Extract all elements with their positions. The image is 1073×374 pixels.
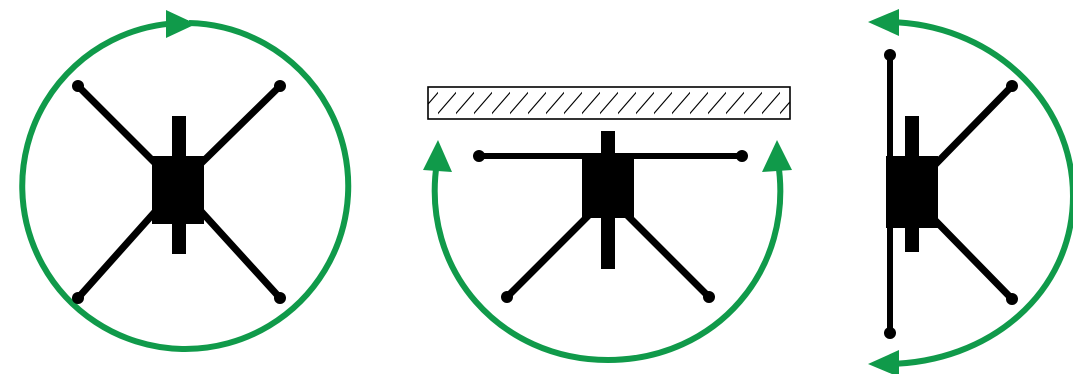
rotation-arc-arrow-icon bbox=[884, 19, 1073, 367]
rotation-circle-arrowhead-icon bbox=[166, 10, 196, 38]
rotation-circle-arrow-icon bbox=[19, 19, 352, 352]
arc-arrowhead-right-icon bbox=[762, 140, 792, 172]
arc-arrowhead-left-icon bbox=[423, 140, 452, 172]
tv-mount-icon bbox=[884, 49, 1018, 339]
panel-full-rotation bbox=[19, 10, 352, 352]
rotation-arc-arrow-icon bbox=[431, 161, 784, 364]
arc-arrowhead-top-icon bbox=[868, 9, 899, 36]
ceiling-plate-icon bbox=[427, 86, 791, 120]
tv-mount-x-arms-icon bbox=[72, 80, 286, 304]
panel-side-swing bbox=[868, 9, 1073, 374]
panel-ceiling-swing bbox=[423, 86, 792, 364]
tv-mount-icon bbox=[473, 131, 748, 303]
arc-arrowhead-bottom-icon bbox=[868, 350, 899, 374]
